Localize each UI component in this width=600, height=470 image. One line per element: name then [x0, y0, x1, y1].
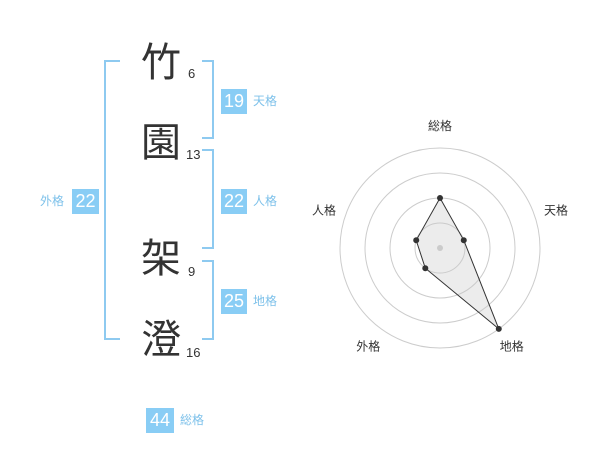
tenkaku-bracket [202, 60, 214, 139]
gaikaku-value-badge: 22 [72, 189, 99, 214]
chikaku-bracket [202, 260, 214, 340]
radar-point-5 [413, 237, 420, 244]
radar-axis-label-1: 総格 [428, 118, 452, 133]
chikaku-value-badge: 25 [221, 289, 247, 314]
radar-ring-3 [364, 172, 516, 324]
name-char-2: 園 [141, 120, 181, 166]
name-char-3: 架 [141, 236, 181, 282]
stroke-count-3: 9 [188, 264, 196, 279]
radar-point-4 [422, 265, 429, 272]
stroke-count-4: 16 [186, 345, 201, 360]
gaikaku-bracket [104, 60, 120, 340]
radar-point-1 [437, 195, 443, 201]
name-char-1: 竹 [141, 40, 181, 86]
tenkaku-label: 天格 [253, 94, 278, 108]
radar-point-3 [495, 325, 502, 332]
soukaku-value-badge: 44 [146, 408, 174, 433]
radar-axis-label-5: 人格 [312, 202, 336, 217]
jinkaku-bracket [202, 149, 214, 249]
stroke-count-2: 13 [186, 147, 201, 162]
name-char-4: 澄 [141, 317, 181, 363]
radar-axis-label-4: 外格 [356, 339, 380, 354]
radar-axis-label-2: 天格 [544, 202, 568, 217]
radar-value-polygon [415, 196, 500, 330]
radar-ring-4 [339, 147, 541, 349]
radar-center-dot [437, 245, 443, 251]
gaikaku-label: 外格 [40, 194, 65, 208]
stroke-count-1: 6 [188, 66, 196, 81]
jinkaku-label: 人格 [253, 194, 278, 208]
radar-axis-label-3: 地格 [500, 339, 524, 354]
radar-ring-1 [414, 222, 466, 274]
radar-point-2 [460, 237, 467, 244]
tenkaku-value-badge: 19 [221, 89, 247, 114]
chikaku-label: 地格 [253, 294, 278, 308]
jinkaku-value-badge: 22 [221, 189, 247, 214]
soukaku-label: 総格 [180, 413, 205, 427]
